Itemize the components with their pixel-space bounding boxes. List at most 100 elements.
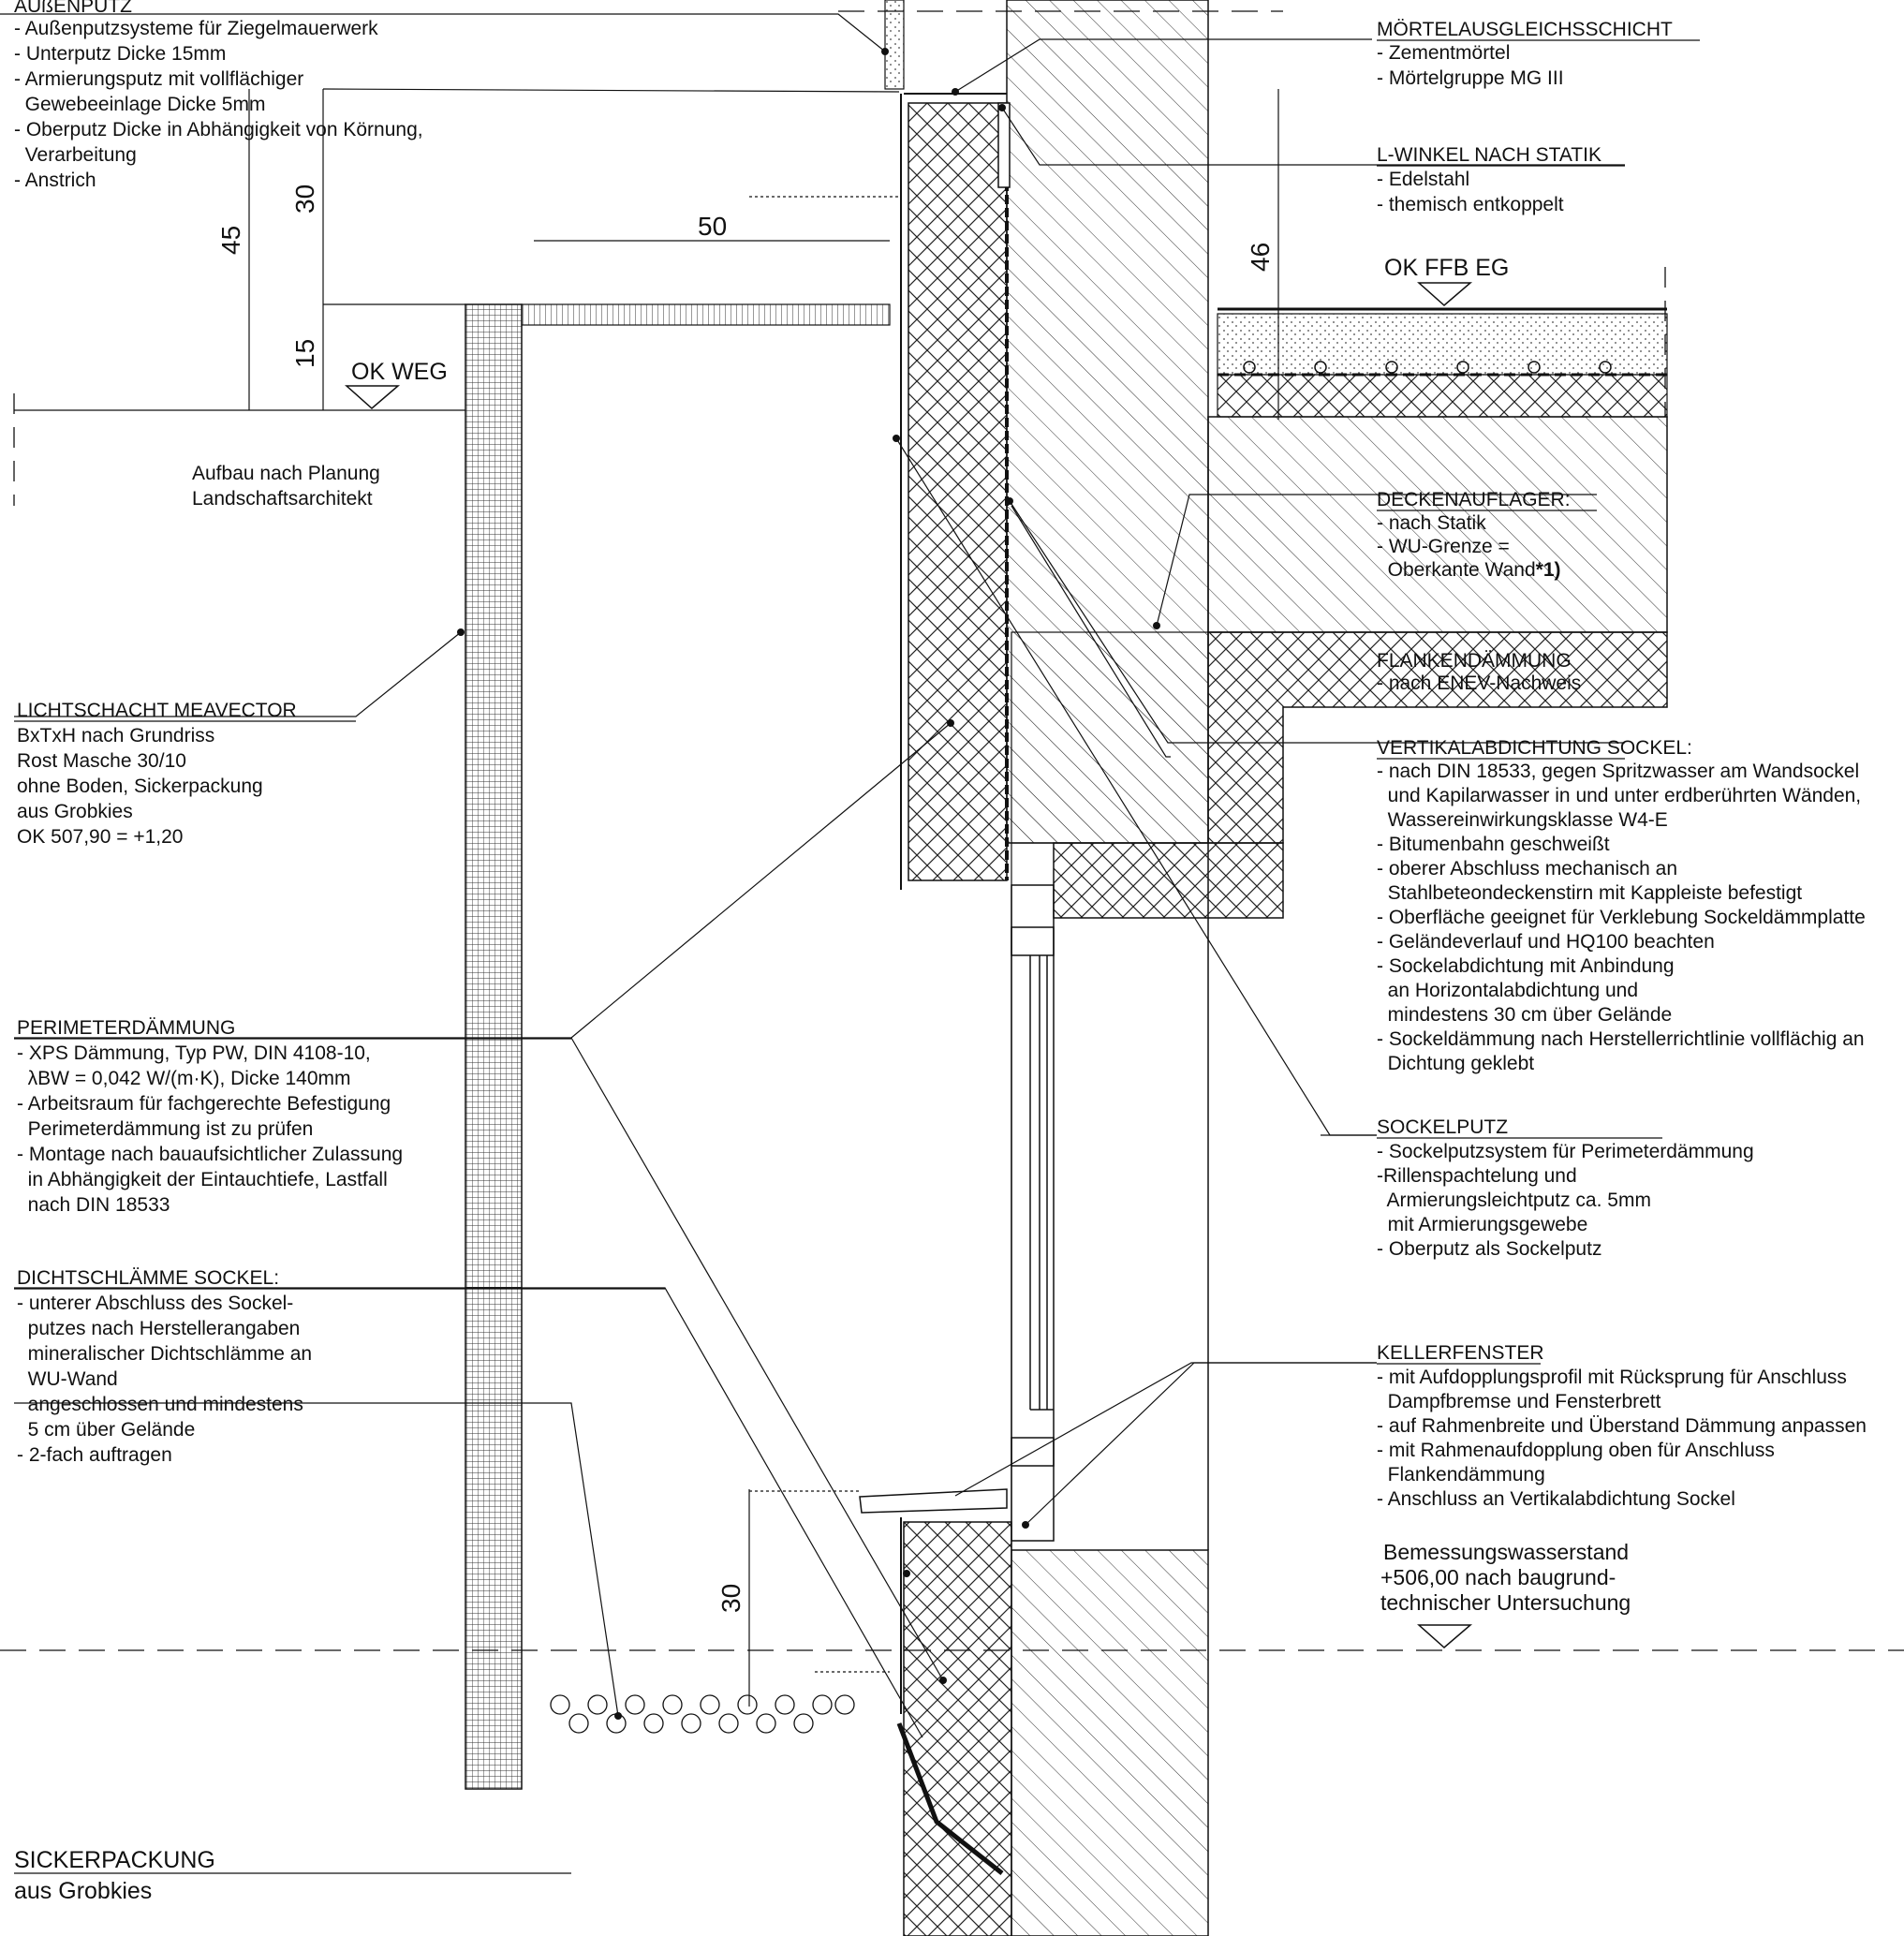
ok-ffb-label: OK FFB EG xyxy=(1384,255,1509,281)
aussenputz-line: - Anstrich xyxy=(14,170,96,191)
kellerfenster-line: - mit Rahmenaufdopplung oben für Anschlu… xyxy=(1377,1440,1775,1461)
waterproofing-lower xyxy=(896,1722,1004,1875)
vertikal-line: mindestens 30 cm über Gelände xyxy=(1377,1004,1672,1026)
sockelputz-title: SOCKELPUTZ xyxy=(1377,1116,1508,1138)
lichtschacht-line: BxTxH nach Grundriss xyxy=(17,725,214,746)
dim-45: 45 xyxy=(216,226,245,255)
flankendaemmung-title: FLANKENDÄMMUNG xyxy=(1377,650,1572,672)
perimeter-line: - Arbeitsraum für fachgerechte Befestigu… xyxy=(17,1093,391,1115)
slab-lower xyxy=(1011,631,1209,844)
aussenputz-line: - Außenputzsysteme für Ziegelmauerwerk xyxy=(14,18,378,39)
moertel-line: - Mörtelgruppe MG III xyxy=(1377,67,1564,89)
moertel-line: - Zementmörtel xyxy=(1377,42,1510,64)
bemessung-line: technischer Untersuchung xyxy=(1380,1590,1631,1615)
label-landschaft: Aufbau nach Planung Landschaftsarchitekt xyxy=(192,463,380,510)
perimeter-line: in Abhängigkeit der Eintauchtiefe, Lastf… xyxy=(17,1169,388,1190)
label-lwinkel: L-WINKEL NACH STATIK - Edelstahl - themi… xyxy=(1377,144,1601,215)
lichtschacht-line: OK 507,90 = +1,20 xyxy=(17,826,183,848)
moertel-title: MÖRTELAUSGLEICHSSCHICHT xyxy=(1377,19,1673,40)
sockelputz-line: - Oberputz als Sockelputz xyxy=(1377,1238,1601,1260)
perimeter-insulation-lower xyxy=(903,1521,1012,1936)
vertikal-line: - Oberfläche geeignet für Verklebung Soc… xyxy=(1377,907,1866,928)
level-lines xyxy=(0,10,1904,1651)
gravel-packing xyxy=(550,1694,855,1734)
dichtschlaemme-line: 5 cm über Gelände xyxy=(17,1419,195,1441)
lwinkel-line: - Edelstahl xyxy=(1377,169,1469,190)
vertikal-line: und Kapilarwasser in und unter erdberühr… xyxy=(1377,785,1861,806)
lightwell-wall xyxy=(465,303,523,1790)
dim-30-bottom: 30 xyxy=(716,1584,745,1613)
kellerfenster-line: Flankendämmung xyxy=(1377,1464,1545,1485)
ok-weg-label: OK WEG xyxy=(351,359,448,385)
lwinkel-title: L-WINKEL NACH STATIK xyxy=(1377,144,1601,166)
dichtschlaemme-title: DICHTSCHLÄMME SOCKEL: xyxy=(17,1267,279,1289)
lichtschacht-line: ohne Boden, Sickerpackung xyxy=(17,776,263,797)
label-bemessung: Bemessungswasserstand +506,00 nach baugr… xyxy=(1380,1540,1631,1615)
landschaft-line: Aufbau nach Planung xyxy=(192,463,380,484)
lichtschacht-title: LICHTSCHACHT MEAVECTOR xyxy=(17,700,297,721)
perimeter-line: nach DIN 18533 xyxy=(17,1194,170,1216)
perimeter-line: - XPS Dämmung, Typ PW, DIN 4108-10, xyxy=(17,1042,371,1064)
perimeter-line: λBW = 0,042 W/(m·K), Dicke 140mm xyxy=(17,1068,351,1089)
sockelputz-line: - Sockelputzsystem für Perimeterdämmung xyxy=(1377,1141,1754,1162)
label-flankendaemmung: FLANKENDÄMMUNG - nach ENEV-Nachweis xyxy=(1377,650,1581,694)
bemessung-line: +506,00 nach baugrund- xyxy=(1380,1565,1616,1589)
bemessung-line: Bemessungswasserstand xyxy=(1383,1540,1629,1564)
label-kellerfenster: KELLERFENSTER - mit Aufdopplungsprofil m… xyxy=(1377,1342,1867,1510)
deckenauflager-line: Oberkante Wand*1) xyxy=(1377,559,1561,581)
perimeter-line: - Montage nach bauaufsichtlicher Zulassu… xyxy=(17,1144,403,1165)
sockelputz-line: -Rillenspachtelung und xyxy=(1377,1165,1577,1187)
label-moertel: MÖRTELAUSGLEICHSSCHICHT - Zementmörtel -… xyxy=(1377,19,1673,89)
perimeter-insulation-upper xyxy=(908,102,1008,881)
window-head-insulation xyxy=(1053,842,1284,919)
kellerfenster-line: - Anschluss an Vertikalabdichtung Sockel xyxy=(1377,1488,1735,1510)
aussenputz-line: - Unterputz Dicke 15mm xyxy=(14,43,226,65)
dim-50: 50 xyxy=(698,212,727,241)
dim-15: 15 xyxy=(290,339,319,368)
lichtschacht-line: Rost Masche 30/10 xyxy=(17,750,186,772)
kellerfenster-line: Dampfbremse und Fensterbrett xyxy=(1377,1391,1661,1412)
dim-46: 46 xyxy=(1246,243,1275,272)
aussenputz-line: Verarbeitung xyxy=(14,144,137,166)
dichtschlaemme-line: WU-Wand xyxy=(17,1368,118,1390)
label-sickerpackung: SICKERPACKUNG aus Grobkies xyxy=(14,1847,215,1904)
vertikal-line: - Sockelabdichtung mit Anbindung xyxy=(1377,955,1675,977)
label-deckenauflager: DECKENAUFLAGER: - nach Statik - WU-Grenz… xyxy=(1377,489,1571,581)
dichtschlaemme-line: angeschlossen und mindestens xyxy=(17,1394,303,1415)
vertikal-line: an Horizontalabdichtung und xyxy=(1377,980,1638,1001)
kellerfenster-title: KELLERFENSTER xyxy=(1377,1342,1544,1364)
label-aussenputz: AUßENPUTZ - Außenputzsysteme für Ziegelm… xyxy=(14,0,423,191)
sockelputz-line: mit Armierungsgewebe xyxy=(1377,1214,1587,1235)
leader-dots xyxy=(457,48,1160,1720)
kellerfenster-line: - mit Aufdopplungsprofil mit Rücksprung … xyxy=(1377,1367,1847,1388)
dichtschlaemme-line: putzes nach Herstellerangaben xyxy=(17,1318,300,1339)
lightwell-grating xyxy=(521,303,891,326)
perimeter-line: Perimeterdämmung ist zu prüfen xyxy=(17,1118,313,1140)
perimeter-title: PERIMETERDÄMMUNG xyxy=(17,1017,235,1039)
lichtschacht-line: aus Grobkies xyxy=(17,801,133,822)
heating-pipes xyxy=(1243,361,1612,374)
dichtschlaemme-line: - unterer Abschluss des Sockel- xyxy=(17,1293,293,1314)
label-lichtschacht: LICHTSCHACHT MEAVECTOR BxTxH nach Grundr… xyxy=(17,700,297,848)
vertikal-line: - Bitumenbahn geschweißt xyxy=(1377,834,1610,855)
deckenauflager-footnote: *1) xyxy=(1536,559,1561,581)
vertikal-title: VERTIKALABDICHTUNG SOCKEL: xyxy=(1377,737,1692,759)
concrete-wall-lower xyxy=(1011,1549,1209,1936)
leader-lines xyxy=(0,13,1625,1738)
vertikal-line: Wassereinwirkungsklasse W4-E xyxy=(1377,809,1668,831)
floor-insulation xyxy=(1217,374,1668,418)
dim-30-top: 30 xyxy=(290,185,319,214)
title-underlines xyxy=(14,39,1700,1874)
vertikal-line: Dichtung geklebt xyxy=(1377,1053,1534,1074)
aussenputz-line: Gewebeeinlage Dicke 5mm xyxy=(14,94,265,115)
dichtschlaemme-line: mineralischer Dichtschlämme an xyxy=(17,1343,312,1365)
label-perimeter: PERIMETERDÄMMUNG - XPS Dämmung, Typ PW, … xyxy=(17,1017,403,1216)
aussenputz-title: AUßENPUTZ xyxy=(14,0,132,17)
ok-ffb-triangle xyxy=(1417,282,1473,306)
sickerpackung-title: SICKERPACKUNG xyxy=(14,1847,215,1873)
dimension-lines xyxy=(248,88,1279,1707)
lwinkel-line: - themisch entkoppelt xyxy=(1377,194,1564,215)
dichtschlaemme-line: - 2-fach auftragen xyxy=(17,1444,172,1466)
wall-structure xyxy=(465,0,1668,1936)
vertikal-line: - Sockeldämmung nach Herstellerrichtlini… xyxy=(1377,1028,1865,1050)
